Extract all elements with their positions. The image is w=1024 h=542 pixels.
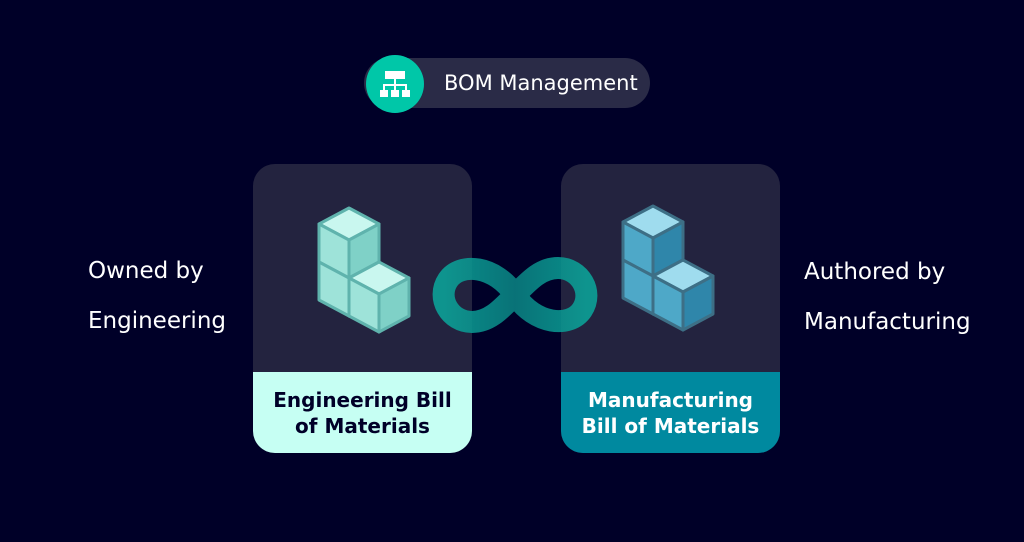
- engineering-bom-title: Engineering Bill of Materials: [253, 372, 472, 453]
- owned-by-engineering-label: Owned by Engineering: [88, 246, 226, 346]
- bom-management-badge: BOM Management: [364, 55, 650, 113]
- manufacturing-bom-card: Manufacturing Bill of Materials: [561, 164, 780, 453]
- left-label-line1: Owned by: [88, 258, 204, 284]
- cubes-icon: [317, 206, 411, 334]
- cubes-icon: [621, 204, 715, 332]
- authored-by-manufacturing-label: Authored by Manufacturing: [804, 247, 971, 347]
- manufacturing-bom-title: Manufacturing Bill of Materials: [561, 372, 780, 453]
- left-label-line2: Engineering: [88, 308, 226, 334]
- hierarchy-icon: [366, 55, 424, 113]
- right-label-line1: Authored by: [804, 259, 946, 285]
- right-label-line2: Manufacturing: [804, 309, 971, 335]
- badge-label: BOM Management: [444, 71, 638, 95]
- infinity-icon: [432, 257, 598, 333]
